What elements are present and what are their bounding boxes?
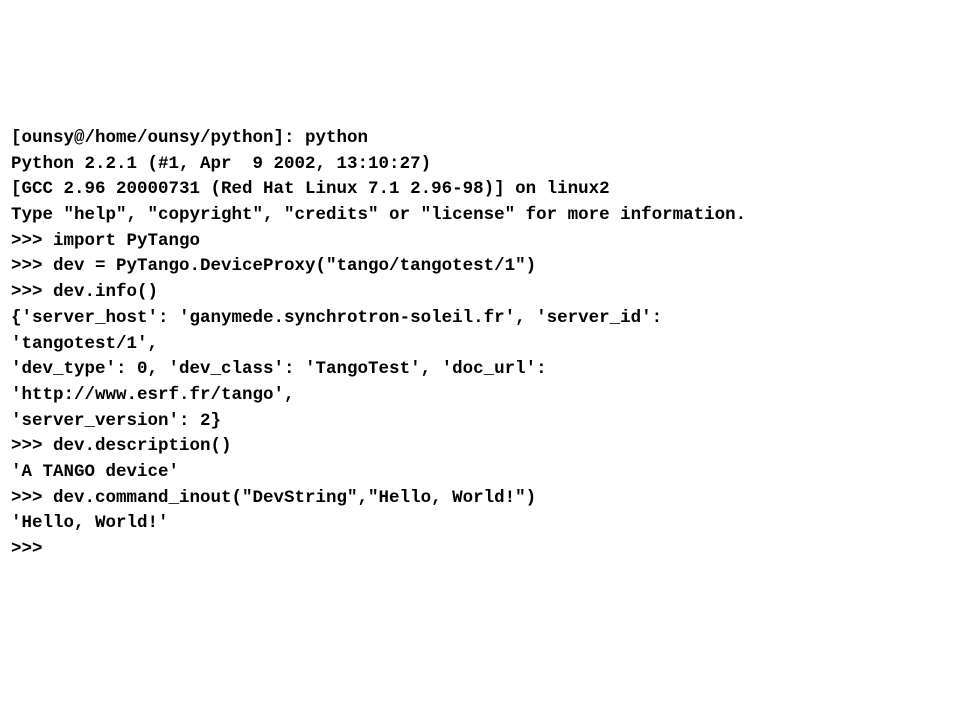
- prompt-line[interactable]: >>>: [11, 539, 43, 559]
- info-output-line: 'server_version': 2}: [11, 410, 222, 431]
- info-output-line: 'dev_type': 0, 'dev_class': 'TangoTest',…: [11, 359, 547, 380]
- info-command-line: >>> dev.info(): [11, 282, 159, 303]
- python-version-line: Python 2.2.1 (#1, Apr 9 2002, 13:10:27): [11, 153, 432, 174]
- info-output-line: {'server_host': 'ganymede.synchrotron-so…: [11, 307, 663, 328]
- compiler-info-line: [GCC 2.96 20000731 (Red Hat Linux 7.1 2.…: [11, 179, 610, 200]
- import-command-line: >>> import PyTango: [11, 230, 201, 251]
- info-output-line: 'tangotest/1',: [11, 333, 159, 354]
- command-inout-output-line: 'Hello, World!': [11, 513, 169, 534]
- command-inout-line: >>> dev.command_inout("DevString","Hello…: [11, 487, 537, 508]
- help-hint-line: Type "help", "copyright", "credits" or "…: [11, 205, 747, 226]
- shell-command-line: [ounsy@/home/ounsy/python]: python: [11, 128, 369, 148]
- description-output-line: 'A TANGO device': [11, 461, 180, 482]
- terminal-output[interactable]: [ounsy@/home/ounsy/python]: python Pytho…: [11, 126, 746, 563]
- info-output-line: 'http://www.esrf.fr/tango',: [11, 384, 295, 405]
- description-command-line: >>> dev.description(): [11, 436, 232, 457]
- device-proxy-command-line: >>> dev = PyTango.DeviceProxy("tango/tan…: [11, 256, 537, 277]
